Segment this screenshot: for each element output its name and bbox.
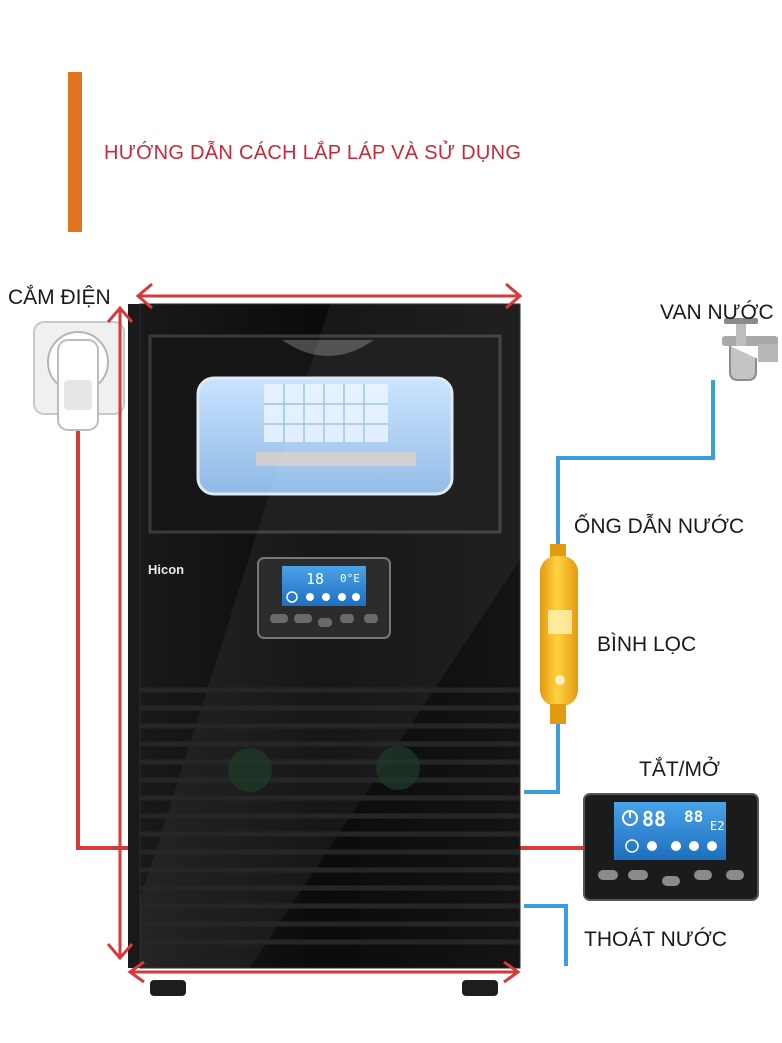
water-supply-line [524, 380, 715, 794]
small-panel-temp: 18 [306, 570, 324, 588]
label-on-off: TẮT/MỞ [639, 758, 720, 781]
label-filter: BÌNH LỌC [597, 633, 697, 656]
label-power: CẮM ĐIỆN [8, 286, 111, 309]
dimension-arrows [106, 282, 523, 984]
svg-text:88: 88 [684, 807, 703, 826]
water-tap-icon [722, 318, 778, 381]
page-title: HƯỚNG DẪN CÁCH LẮP LÁP VÀ SỬ DỤNG [104, 142, 522, 164]
title-accent-bar [68, 72, 82, 232]
svg-text:0°E: 0°E [340, 572, 360, 585]
svg-text:88: 88 [642, 807, 666, 831]
label-drain: THOÁT NƯỚC [584, 928, 727, 951]
brand-logo: Hicon [148, 562, 185, 577]
power-outlet-icon [33, 321, 125, 431]
drain-line [524, 904, 568, 966]
ice-machine: 18 0°E [128, 303, 521, 996]
filter-cartridge-icon [540, 544, 578, 724]
label-water-valve: VAN NƯỚC [660, 301, 774, 324]
svg-text:E2: E2 [710, 819, 724, 833]
large-control-panel: 88 88 E2 [583, 793, 759, 901]
label-water-pipe: ỐNG DẪN NƯỚC [574, 515, 745, 538]
